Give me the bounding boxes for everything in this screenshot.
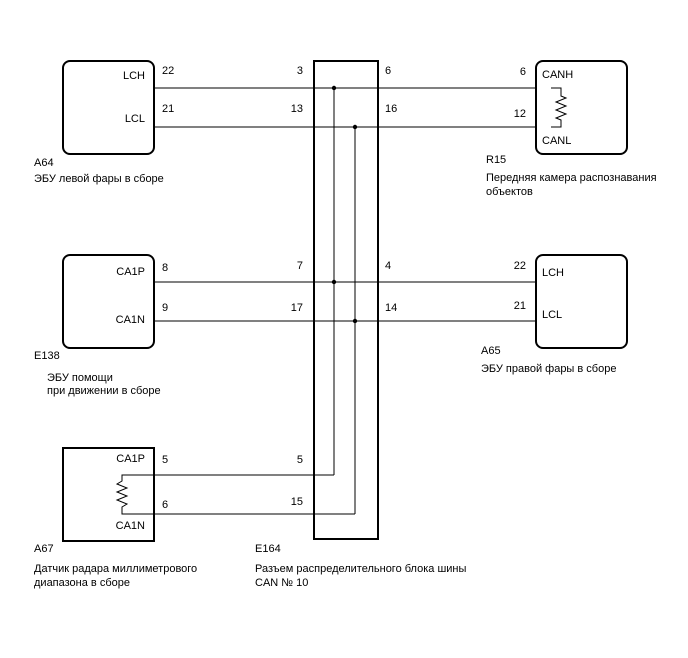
a64-pin-number-high: 22 xyxy=(162,65,174,77)
a67-pin-ca1n-label: CA1N xyxy=(116,520,145,532)
component-a67: CA1P CA1N 5 6 A67 Датчик радара миллимет… xyxy=(34,447,197,589)
a67-resistor-icon xyxy=(115,474,154,515)
a65-code: A65 xyxy=(481,345,501,357)
component-e138: CA1P CA1N 8 9 E138 ЭБУ помощи при движен… xyxy=(34,254,168,397)
a65-pin-lch-label: LCH xyxy=(542,267,564,279)
a65-pin-number-high: 22 xyxy=(514,260,526,272)
a67-pin-number-high: 5 xyxy=(162,454,168,466)
r15-pin-canh-label: CANH xyxy=(542,69,573,81)
a65-pin-lcl-label: LCL xyxy=(542,309,562,321)
r15-name-line1: Передняя камера распознавания xyxy=(486,172,657,184)
a65-pin-number-low: 21 xyxy=(514,300,526,312)
r15-name-line2: объектов xyxy=(486,186,533,198)
e164-bar xyxy=(313,60,379,540)
a67-code: A67 xyxy=(34,543,54,555)
component-a64: LCH LCL 22 21 A64 ЭБУ левой фары в сборе xyxy=(34,60,174,185)
e138-pin-number-low: 9 xyxy=(162,302,168,314)
a67-pin-ca1p-label: CA1P xyxy=(116,453,145,465)
e138-box xyxy=(62,254,155,349)
junction-dot xyxy=(331,279,337,285)
e164-name-line1: Разъем распределительного блока шины xyxy=(255,563,466,575)
e164-name-line2: CAN № 10 xyxy=(255,577,308,589)
junction-dot xyxy=(331,85,337,91)
wires xyxy=(154,87,536,515)
e138-name-line1: ЭБУ помощи xyxy=(47,372,113,384)
e138-name-line2: при движении в сборе xyxy=(47,385,161,397)
a64-code: A64 xyxy=(34,157,54,169)
e164-right-pin-number: 16 xyxy=(385,103,397,115)
a64-pin-lcl-label: LCL xyxy=(125,113,145,125)
e164-right-pin-number: 6 xyxy=(385,65,391,77)
e164-connector xyxy=(313,60,379,540)
r15-pin-number-high: 6 xyxy=(520,66,526,78)
junction-dot xyxy=(352,124,358,130)
e164-left-pin-number: 13 xyxy=(291,103,303,115)
e164-left-pin-number: 3 xyxy=(297,65,303,77)
junction-dot xyxy=(352,318,358,324)
e138-pin-ca1n-label: CA1N xyxy=(116,314,145,326)
a65-name: ЭБУ правой фары в сборе xyxy=(481,363,616,375)
e164-left-pin-number: 7 xyxy=(297,260,303,272)
e164-left-pin-number: 5 xyxy=(297,454,303,466)
a65-box xyxy=(535,254,628,349)
a64-pin-number-low: 21 xyxy=(162,103,174,115)
e164-right-pin-number: 4 xyxy=(385,260,391,272)
a64-pin-lch-label: LCH xyxy=(123,70,145,82)
component-r15: CANH CANL 6 12 R15 Передняя камера распо… xyxy=(486,60,657,198)
a67-box xyxy=(62,447,155,542)
e164-labels: 3 13 7 17 5 15 6 16 4 14 E164 Разъем рас… xyxy=(255,65,466,589)
r15-pin-number-low: 12 xyxy=(514,108,526,120)
e138-code: E138 xyxy=(34,350,60,362)
e164-code: E164 xyxy=(255,543,281,555)
e164-right-pin-number: 14 xyxy=(385,302,397,314)
r15-resistor-icon xyxy=(551,87,568,128)
e138-pin-ca1p-label: CA1P xyxy=(116,266,145,278)
a67-pin-number-low: 6 xyxy=(162,499,168,511)
a67-name-line1: Датчик радара миллиметрового xyxy=(34,563,197,575)
a64-name: ЭБУ левой фары в сборе xyxy=(34,173,164,185)
component-a65: LCH LCL 22 21 A65 ЭБУ правой фары в сбор… xyxy=(481,254,628,375)
r15-code: R15 xyxy=(486,154,506,166)
e138-pin-number-high: 8 xyxy=(162,262,168,274)
e164-left-pin-number: 17 xyxy=(291,302,303,314)
r15-box xyxy=(535,60,628,155)
e164-left-pin-number: 15 xyxy=(291,496,303,508)
a67-name-line2: диапазона в сборе xyxy=(34,577,130,589)
r15-pin-canl-label: CANL xyxy=(542,135,571,147)
a64-box xyxy=(62,60,155,155)
